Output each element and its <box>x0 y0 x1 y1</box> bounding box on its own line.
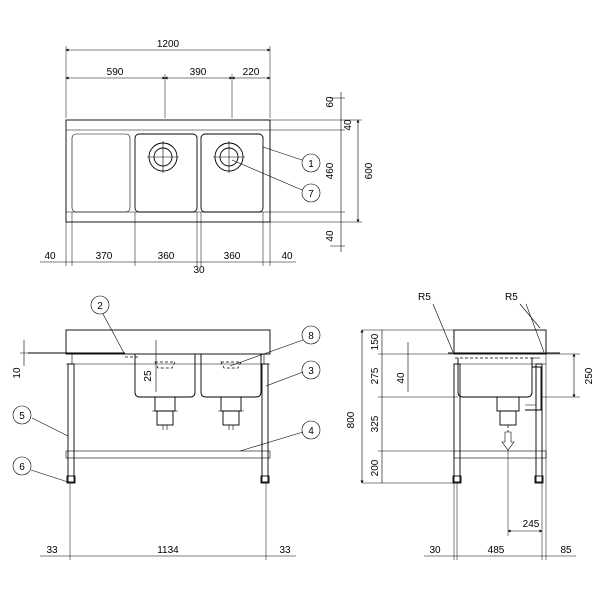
front-leg-left <box>67 363 75 483</box>
dim-side-275: 275 <box>370 367 381 384</box>
front-leg-right <box>261 363 269 483</box>
front-basin-right <box>200 354 262 398</box>
callout-8-label: 8 <box>308 331 314 342</box>
callout-2-label: 2 <box>97 301 103 312</box>
dim-side-bottom-2: 485 <box>488 545 505 556</box>
bowl-right <box>200 133 264 213</box>
drain-arrow-icon <box>501 431 515 451</box>
callout-4-label: 4 <box>308 426 314 437</box>
dim-side-150: 150 <box>370 333 381 350</box>
callout-5 <box>12 405 32 425</box>
dim-total-height: 800 <box>346 411 357 428</box>
callout-4 <box>301 420 321 440</box>
dim-total-width: 1200 <box>157 39 180 50</box>
drain-left <box>147 141 179 173</box>
front-view: 10 25 33 1134 33 2 8 3 4 5 6 <box>12 295 321 560</box>
callout-3 <box>301 360 321 380</box>
callout-6 <box>12 456 32 476</box>
dim-right-40a: 40 <box>343 119 354 131</box>
callout-7 <box>301 183 321 203</box>
trap-left <box>152 396 178 430</box>
dim-side-bottom-1: 30 <box>429 545 441 556</box>
dim-front-bottom-1: 33 <box>46 545 58 556</box>
bowl-left <box>134 133 198 213</box>
side-view: R5 R5 800 150 275 325 200 40 250 245 <box>346 292 595 560</box>
dim-bottom-2: 370 <box>96 251 113 262</box>
side-leg-left <box>453 363 461 483</box>
side-basin <box>457 358 533 398</box>
radius-right: R5 <box>505 292 518 303</box>
dim-side-bottom-3: 85 <box>560 545 572 556</box>
dim-side-325: 325 <box>370 415 381 432</box>
front-counter <box>65 329 271 355</box>
side-leg-right <box>535 363 543 483</box>
trap-right <box>218 396 244 430</box>
overflow-pipe <box>525 366 542 411</box>
top-outline <box>65 119 271 223</box>
dim-offset-1: 590 <box>107 67 124 78</box>
dim-depth: 600 <box>364 162 375 179</box>
callout-2 <box>90 295 110 315</box>
dim-right-60: 60 <box>325 96 336 108</box>
dim-bottom-1: 40 <box>44 251 56 262</box>
dim-bottom-5: 40 <box>281 251 293 262</box>
callout-3-label: 3 <box>308 366 314 377</box>
dim-right-460: 460 <box>325 162 336 179</box>
dim-gap: 30 <box>193 265 205 276</box>
dim-side-right: 250 <box>584 367 595 384</box>
dim-right-40b: 40 <box>325 230 336 242</box>
dim-bottom-3: 360 <box>158 251 175 262</box>
callout-1 <box>301 153 321 173</box>
callout-7-label: 7 <box>308 189 314 200</box>
dim-drain-offset: 245 <box>523 519 540 530</box>
dim-front-bottom-3: 33 <box>279 545 291 556</box>
drainboard <box>71 133 131 213</box>
radius-left: R5 <box>418 292 431 303</box>
dim-side-inner: 40 <box>396 372 407 384</box>
dim-bottom-4: 360 <box>224 251 241 262</box>
dim-basin-depth: 25 <box>143 370 154 382</box>
side-counter <box>453 329 547 355</box>
callout-5-label: 5 <box>19 411 25 422</box>
dim-front-bottom-2: 1134 <box>157 545 179 556</box>
dim-offset-3: 220 <box>243 67 260 78</box>
drain-right <box>213 141 245 173</box>
callout-8 <box>301 325 321 345</box>
dim-backsplash: 10 <box>12 367 23 379</box>
callout-6-label: 6 <box>19 462 25 473</box>
top-view: 1200 590 390 220 40 370 360 360 40 30 60… <box>40 39 375 276</box>
callout-1-label: 1 <box>308 159 314 170</box>
dim-offset-2: 390 <box>190 67 207 78</box>
dim-side-200: 200 <box>370 459 381 476</box>
